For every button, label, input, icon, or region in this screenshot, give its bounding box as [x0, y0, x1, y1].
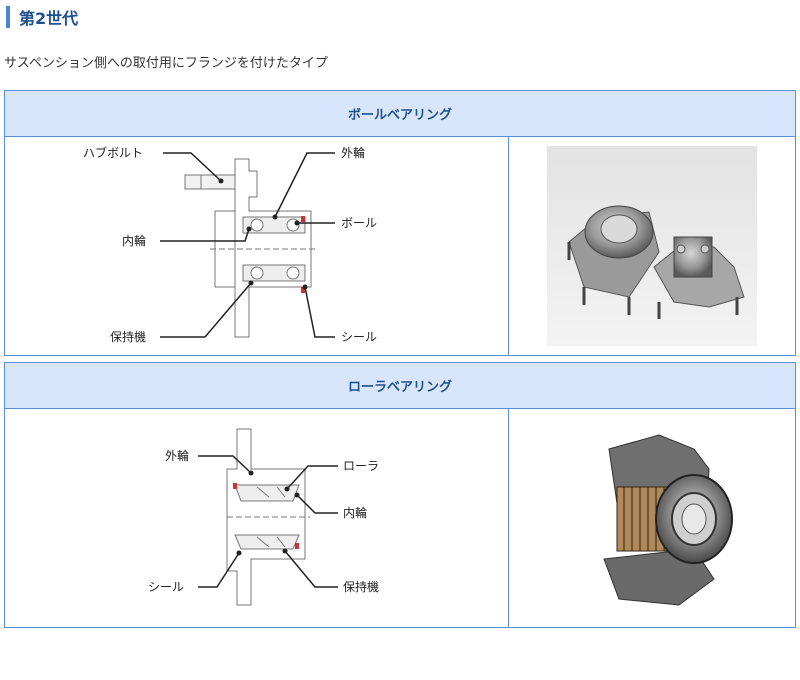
label-outer-ring-2: 外輪 — [165, 448, 189, 463]
label-cage: 保持機 — [110, 329, 146, 344]
label-inner-ring: 内輪 — [122, 233, 146, 248]
ball-bearing-diagram: ハブボルト 外輪 内輪 ボール 保持機 シール — [83, 145, 377, 344]
ball-bearing-header: ボールベアリング — [5, 91, 795, 137]
section-title: 第2世代 — [19, 9, 79, 28]
roller-bearing-diagram: 外輪 ローラ 内輪 シール 保持機 — [148, 428, 379, 606]
label-roller: ローラ — [343, 459, 379, 473]
heading-accent-bar — [6, 6, 10, 28]
label-seal: シール — [341, 330, 377, 344]
label-inner-ring-2: 内輪 — [343, 505, 367, 520]
roller-bearing-header: ローラベアリング — [5, 363, 795, 409]
ball-bearing-table: ボールベアリング — [4, 90, 796, 356]
seal-mark-top-2 — [233, 483, 237, 489]
roller-bearing-unit-photo — [603, 434, 733, 606]
label-outer-ring: 外輪 — [341, 145, 365, 160]
ball-bearing-row: ハブボルト 外輪 内輪 ボール 保持機 シール — [5, 137, 795, 356]
ball-bearing-unit-photo — [547, 146, 757, 346]
ball-bearing-photo-cell — [509, 137, 796, 356]
section-description: サスペンション側への取付用にフランジを付けたタイプ — [4, 56, 328, 71]
roller-bearing-photo-cell — [509, 409, 796, 628]
seal-mark-bottom-2 — [295, 543, 299, 549]
label-hub-bolt: ハブボルト — [83, 145, 143, 160]
roller-bearing-row: 外輪 ローラ 内輪 シール 保持機 — [5, 409, 795, 628]
label-seal-2: シール — [148, 580, 184, 594]
roller-bearing-table: ローラベアリング — [4, 362, 796, 628]
roller-bearing-diagram-cell: 外輪 ローラ 内輪 シール 保持機 — [5, 409, 509, 628]
ball-bearing-diagram-cell: ハブボルト 外輪 内輪 ボール 保持機 シール — [5, 137, 509, 356]
seal-mark-top — [301, 216, 305, 222]
seal-mark-bottom — [301, 287, 305, 293]
label-cage-2: 保持機 — [343, 579, 379, 594]
label-ball: ボール — [341, 216, 377, 230]
section-heading: 第2世代 — [6, 4, 78, 30]
